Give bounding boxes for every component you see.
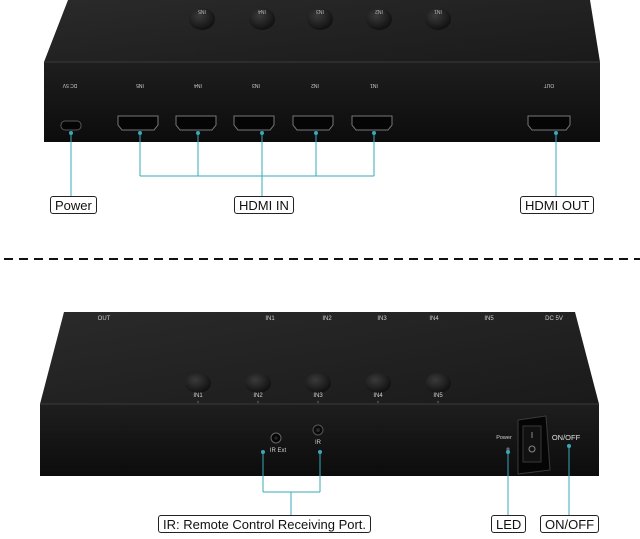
top-label-in4: IN4 (429, 316, 439, 322)
hdmi-out-callout: HDMI OUT (520, 196, 595, 214)
in1-button[interactable] (425, 8, 451, 30)
top-device-top-surface (44, 0, 600, 62)
button-label-in5: IN5 (198, 8, 206, 14)
button-label-in4: IN4 (373, 393, 383, 399)
bottom-top-labels: OUT IN1 IN2 IN3 IN4 IN5 DC 5V (98, 316, 563, 322)
button-label-in3: IN3 (313, 393, 323, 399)
button-label-in5: IN5 (433, 393, 443, 399)
port-label-dc5v: DC 5V (62, 82, 77, 88)
button-led-dots (196, 400, 440, 404)
in5-button[interactable] (189, 8, 215, 30)
ir-ext-label: IR Ext (270, 448, 287, 454)
top-label-out: OUT (98, 316, 111, 322)
button-label-in1: IN1 (434, 8, 442, 14)
top-label-in2: IN2 (322, 316, 332, 322)
port-label-in5: IN5 (136, 82, 144, 88)
power-switch[interactable] (517, 415, 551, 475)
hdmi-in1-port[interactable] (351, 115, 393, 131)
on-off-callout: ON/OFF (540, 515, 600, 533)
port-label-in1: IN1 (370, 82, 378, 88)
ir-callout: IR: Remote Control Receiving Port. (158, 515, 372, 533)
top-label-in5: IN5 (484, 316, 494, 322)
power-led (506, 447, 510, 451)
top-port-labels: DC 5V IN5 IN4 IN3 IN2 IN1 OUT (62, 82, 554, 88)
top-buttons: IN5 IN4 IN3 IN2 IN1 (189, 8, 451, 30)
in2-button[interactable] (245, 373, 271, 393)
port-label-in3: IN3 (252, 82, 260, 88)
dc-power-port[interactable] (60, 120, 82, 131)
top-device: IN5 IN4 IN3 IN2 IN1 DC 5V IN5 IN4 IN3 IN… (44, 0, 600, 142)
button-label-in1: IN1 (193, 393, 203, 399)
port-label-in2: IN2 (311, 82, 319, 88)
hdmi-in2-port[interactable] (292, 115, 334, 131)
power-led-label: Power (496, 435, 512, 441)
port-label-in4: IN4 (194, 82, 202, 88)
top-leader-lines (69, 131, 558, 196)
in1-button[interactable] (185, 373, 211, 393)
bottom-button-labels: IN1 IN2 IN3 IN4 IN5 (193, 393, 443, 399)
button-label-in3: IN3 (316, 8, 324, 14)
button-label-in4: IN4 (258, 8, 266, 14)
button-label-in2: IN2 (253, 393, 263, 399)
led-callout: LED (491, 515, 527, 533)
power-callout: Power (50, 196, 97, 214)
bottom-buttons (185, 373, 451, 393)
top-label-dc5v: DC 5V (545, 316, 563, 322)
hdmi-in5-port[interactable] (117, 115, 159, 131)
hdmi-in-ports (117, 115, 393, 131)
port-label-out: OUT (544, 82, 555, 88)
on-off-small-label: ON/OFF (552, 433, 581, 442)
bottom-leader-lines (261, 444, 571, 515)
in2-button[interactable] (366, 8, 392, 30)
hdmi-out-port[interactable] (527, 115, 571, 131)
top-label-in1: IN1 (265, 316, 275, 322)
hdmi-in-callout: HDMI IN (234, 196, 294, 214)
in3-button[interactable] (305, 373, 331, 393)
in4-button[interactable] (249, 8, 275, 30)
hdmi-in4-port[interactable] (175, 115, 217, 131)
hdmi-in3-port[interactable] (233, 115, 275, 131)
button-label-in2: IN2 (375, 8, 383, 14)
in4-button[interactable] (365, 373, 391, 393)
in5-button[interactable] (425, 373, 451, 393)
in3-button[interactable] (307, 8, 333, 30)
bottom-device-top-surface (40, 312, 599, 404)
top-label-in3: IN3 (377, 316, 387, 322)
ir-label: IR (315, 440, 322, 446)
